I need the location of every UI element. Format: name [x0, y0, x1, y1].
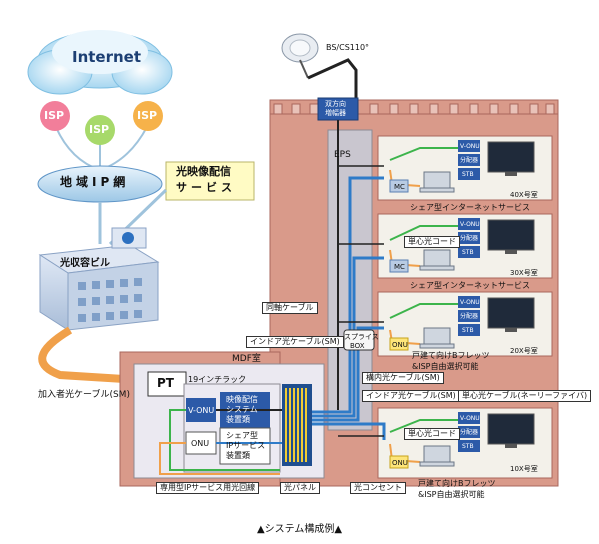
mdf-onu-label: ONU	[191, 439, 210, 448]
dev-splitter-3: 分配器	[460, 235, 479, 242]
dev-vonu-4: V-ONU	[460, 143, 480, 150]
splice-box-line1: スプライス	[344, 333, 379, 341]
rack-label: 19インチラック	[188, 375, 247, 384]
eps-label: EPS	[334, 150, 351, 160]
video-system-2: システム	[226, 405, 258, 414]
share-label-3: シェア型インターネットサービス	[410, 281, 530, 290]
amplifier-line1: 双方向	[325, 100, 346, 108]
video-service-box	[165, 161, 255, 201]
dev-vonu-2: V-ONU	[460, 299, 480, 306]
mdf-cables	[159, 409, 282, 475]
mc-box-4	[389, 179, 409, 193]
room-onu-2	[389, 337, 409, 351]
room-signal-lines	[389, 147, 458, 433]
isp-label-2: ISP	[89, 123, 110, 136]
splice-box-icon	[343, 329, 375, 351]
internet-label: Internet	[72, 48, 142, 66]
cord-label-1: 単心光コード	[404, 428, 460, 440]
dev-vonu-1: V-ONU	[460, 415, 480, 422]
optical-outlet-label: 光コンセント	[350, 482, 406, 494]
office-building-label: 光収容ビル	[60, 258, 110, 269]
onu-label-1: ONU	[392, 459, 408, 467]
campus-cable-label: 構内光ケーブル(SM)	[362, 372, 444, 384]
optical-patch-panel	[282, 384, 312, 466]
subscriber-cable-label: 加入者光ケーブル(SM)	[38, 390, 130, 400]
internet-cloud	[27, 30, 173, 95]
indoor-cable2-label: インドア光ケーブル(SM)	[362, 390, 460, 402]
room-device-stacks	[458, 140, 480, 452]
video-service-line1: 光映像配信	[176, 165, 231, 178]
pt-label: PT	[157, 376, 174, 390]
single-core-label: 単心光ケーブル(ネーリーファイバ)	[458, 390, 592, 402]
note-10x-1: 戸建て向けBフレッツ	[418, 479, 496, 488]
dev-stb-2: STB	[462, 327, 474, 334]
share-ip-3: 装置類	[226, 451, 250, 460]
mc-label-3: MC	[394, 263, 405, 271]
dev-vonu-3: V-ONU	[460, 221, 480, 228]
dedicated-ip-label: 専用型IPサービス用光回線	[156, 482, 260, 494]
dev-stb-1: STB	[462, 443, 474, 450]
dev-stb-4: STB	[462, 171, 474, 178]
share-label-4: シェア型インターネットサービス	[410, 203, 530, 212]
regional-ip-net-label: 地域IP網	[60, 175, 130, 189]
note-10x-2: &ISP自由選択可能	[418, 490, 485, 499]
pt-box	[147, 371, 187, 397]
video-system-1: 映像配信	[226, 395, 258, 404]
building-windows	[78, 278, 142, 322]
mdf-room-label: MDF室	[232, 354, 261, 364]
coax-label: 同軸ケーブル	[262, 302, 318, 314]
isp-node-1	[40, 101, 70, 131]
optical-panel-label: 光パネル	[280, 482, 320, 494]
figure-caption: ▲システム構成例▲	[256, 524, 343, 535]
room-label-40x: 40X号室	[510, 191, 538, 199]
note-20x-1: 戸建て向けBフレッツ	[412, 351, 490, 360]
splice-box-line2: BOX	[350, 342, 365, 350]
isp-node-2	[85, 115, 115, 145]
dev-splitter-1: 分配器	[460, 429, 479, 436]
video-system-3: 装置類	[226, 415, 250, 424]
share-ip-1: シェア型	[226, 431, 258, 440]
mc-label-4: MC	[394, 183, 405, 191]
room-label-20x: 20X号室	[510, 347, 538, 355]
dev-splitter-4: 分配器	[460, 157, 479, 164]
dev-stb-3: STB	[462, 249, 474, 256]
mdf-vonu-label: V-ONU	[188, 406, 215, 415]
isp-node-3	[133, 101, 163, 131]
antenna-cable	[307, 58, 358, 98]
video-service-line2: サービス	[176, 181, 236, 194]
subscriber-cable	[38, 326, 141, 384]
amplifier-line2: 増幅器	[325, 109, 346, 117]
cord-label-3: 単心光コード	[404, 236, 460, 248]
isp-label-1: ISP	[44, 109, 65, 122]
onu-label-2: ONU	[392, 341, 408, 349]
coax-branches	[338, 165, 384, 437]
laptop-icon	[419, 171, 455, 467]
room-label-30x: 30X号室	[510, 269, 538, 277]
room-onu-1	[389, 455, 409, 469]
indoor-cable-label: インドア光ケーブル(SM)	[246, 336, 344, 348]
note-20x-2: &ISP自由選択可能	[412, 362, 479, 371]
tv-icon	[487, 141, 535, 448]
satellite-label: BS/CS110°	[326, 43, 370, 52]
share-ip-2: IPサービス	[226, 441, 266, 450]
mc-box-3	[389, 259, 409, 273]
dev-splitter-2: 分配器	[460, 313, 479, 320]
isp-label-3: ISP	[137, 109, 158, 122]
satellite-dish-icon	[281, 33, 319, 79]
room-label-10x: 10X号室	[510, 465, 538, 473]
